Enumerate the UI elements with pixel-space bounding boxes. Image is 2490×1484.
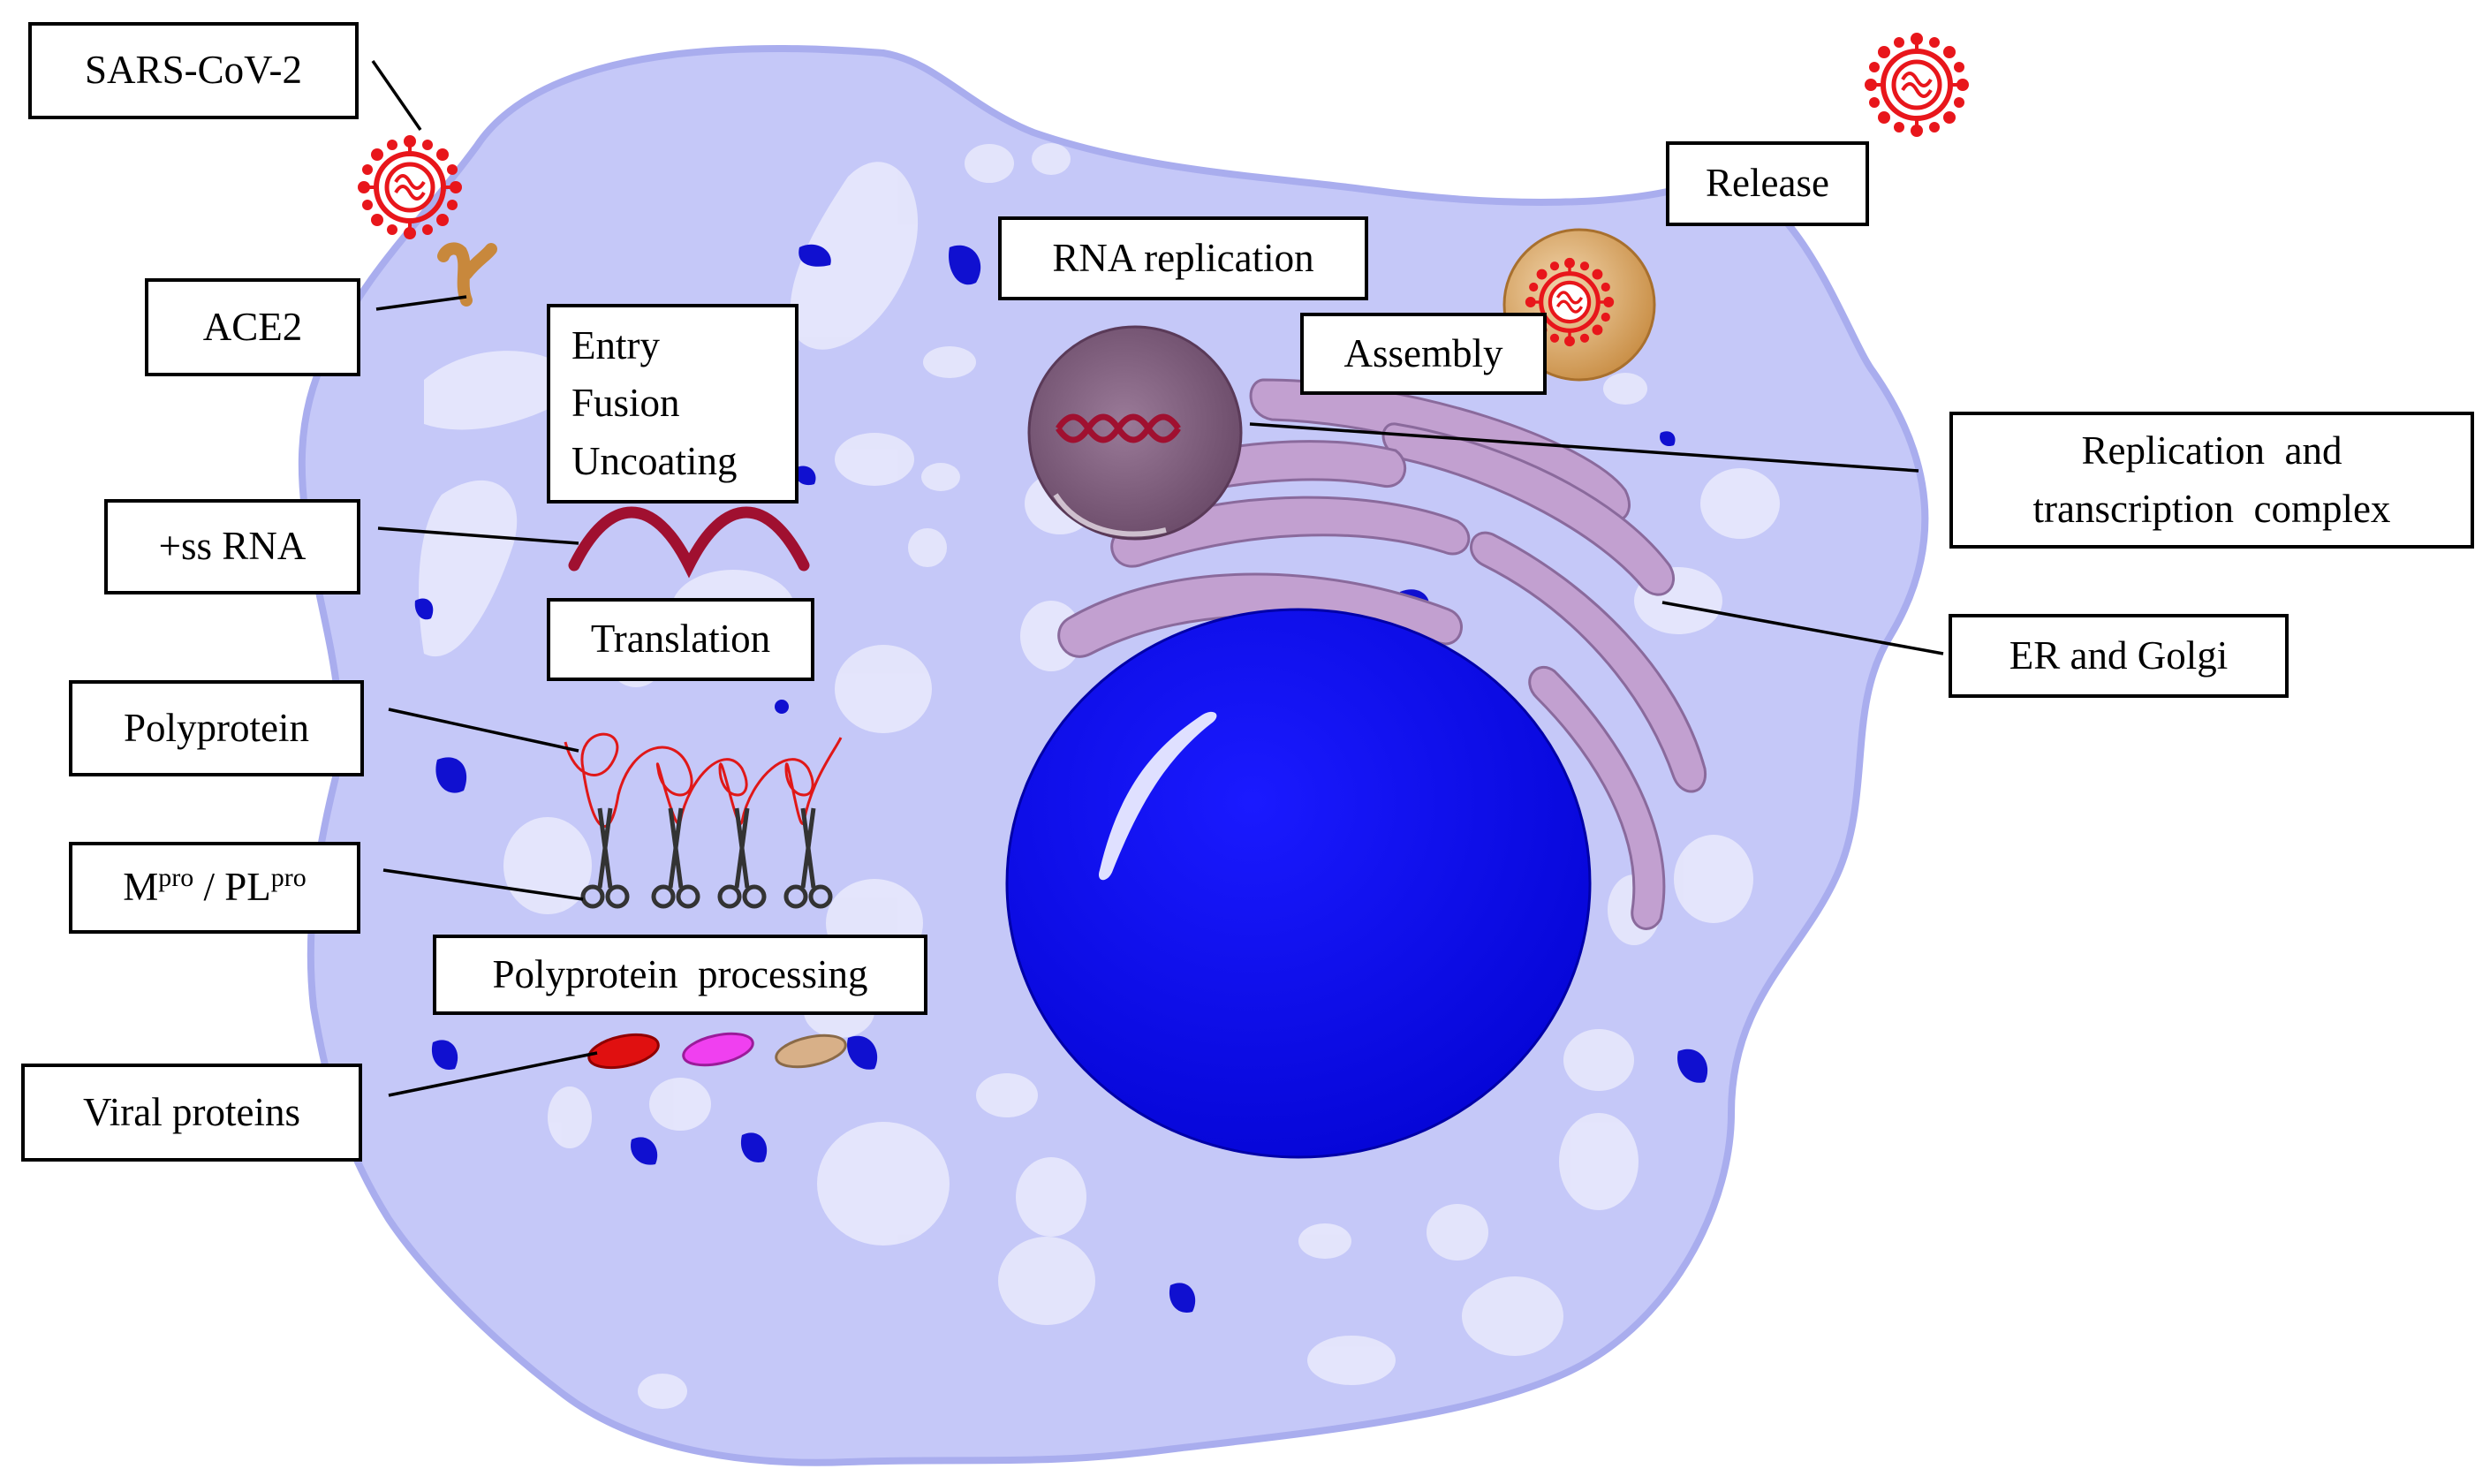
- mpro-plpro-text: Mpro / PLpro: [123, 863, 307, 910]
- ss-rna-label: +ss RNA: [104, 499, 360, 594]
- nucleus: [1005, 608, 1592, 1159]
- replication-complex-sphere: [1027, 325, 1243, 541]
- vesicles: [419, 143, 1780, 1409]
- polyprotein-processing-label: Polyprotein processing: [433, 935, 927, 1015]
- viral-proteins-label: Viral proteins: [21, 1064, 362, 1162]
- fusion-text: Fusion: [571, 381, 680, 426]
- polyprotein-label: Polyprotein: [69, 680, 364, 776]
- ace2-label: ACE2: [145, 278, 360, 376]
- sars-cov-2-label: SARS-CoV-2: [28, 22, 359, 119]
- entry-text: Entry: [571, 323, 660, 368]
- ace2-receptor: [437, 242, 497, 307]
- virus-particle-released: [1865, 33, 1969, 137]
- replication-transcription-complex-label: Replication and transcription complex: [1949, 412, 2474, 549]
- rna-replication-label: RNA replication: [998, 216, 1368, 300]
- entry-fusion-uncoating-label: Entry Fusion Uncoating: [547, 304, 798, 504]
- translation-label: Translation: [547, 598, 814, 681]
- leader-lines: [371, 60, 1944, 1097]
- mpro-plpro-label: Mpro / PLpro: [69, 842, 360, 934]
- nucleus-highlight: [1098, 711, 1217, 881]
- ss-rna-strand: [568, 506, 810, 579]
- viral-protein-ellipses: [587, 1032, 847, 1070]
- rtc-line-1: Replication and: [2081, 428, 2342, 473]
- er-golgi-label: ER and Golgi: [1949, 614, 2289, 698]
- assembly-label: Assembly: [1300, 313, 1547, 395]
- replication-rna-strand: [1056, 413, 1181, 443]
- uncoating-text: Uncoating: [571, 438, 738, 483]
- rtc-line-2: transcription complex: [2032, 486, 2391, 531]
- polyprotein-coil: [564, 732, 843, 828]
- virus-particle-entering: [358, 135, 462, 239]
- release-label: Release: [1666, 141, 1869, 226]
